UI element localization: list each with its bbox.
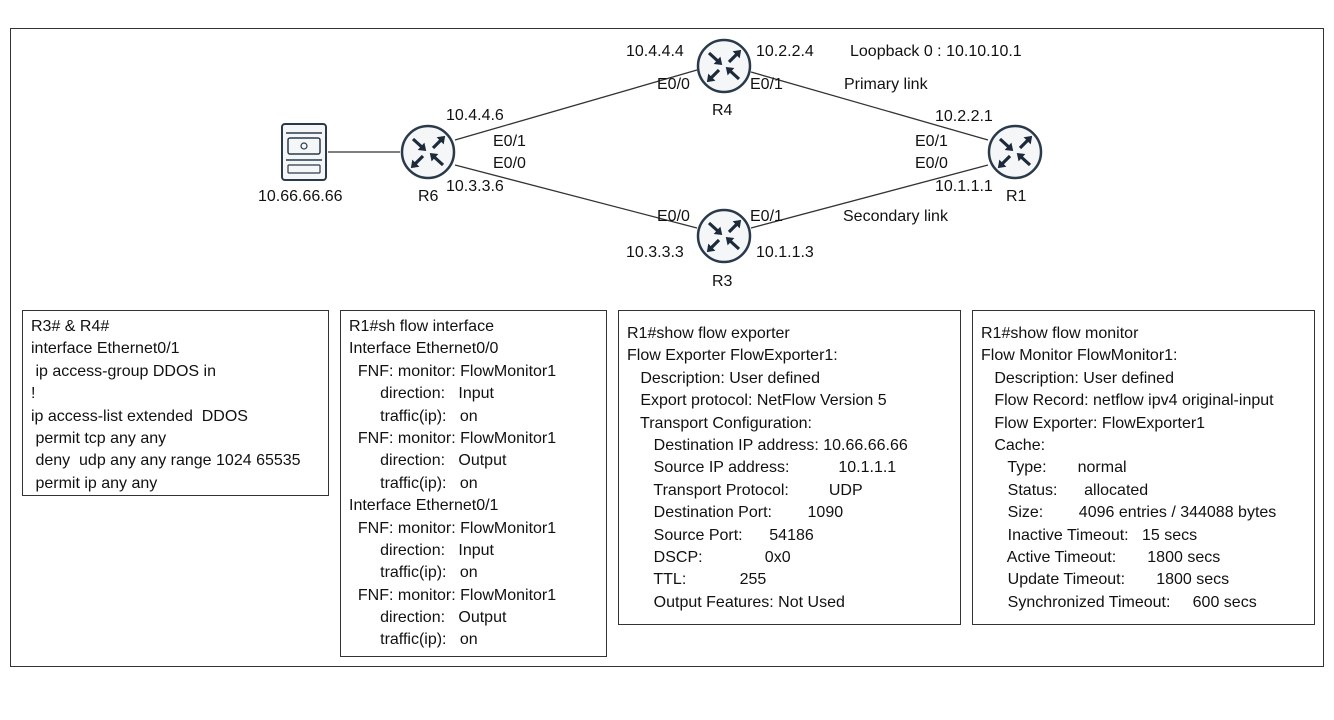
r3-ip-right: 10.1.1.3 [756, 244, 814, 261]
config-line: FNF: monitor: FlowMonitor1 [349, 519, 557, 537]
config-line: R1#show flow exporter [627, 325, 790, 342]
r4-name: R4 [712, 102, 733, 119]
r6-if-top: E0/1 [493, 133, 526, 150]
config-line: permit ip any any [31, 474, 158, 492]
r1-ip-top: 10.2.2.1 [935, 108, 993, 125]
config-line: Source Port: 54186 [627, 526, 814, 544]
config-line: direction: Input [349, 541, 494, 559]
config-line: Export protocol: NetFlow Version 5 [627, 392, 887, 410]
config-line: direction: Output [349, 609, 507, 627]
config-line: direction: Output [349, 452, 507, 470]
config-line: Flow Monitor FlowMonitor1: [981, 347, 1178, 365]
config-line: Interface Ethernet0/1 [349, 497, 499, 515]
router-r4-icon [696, 38, 752, 94]
config-line: traffic(ip): on [349, 631, 478, 649]
config-line: ! [31, 385, 36, 403]
primary-link-label: Primary link [844, 76, 928, 93]
config-line: Active Timeout: 1800 secs [981, 548, 1221, 566]
config-line: Destination Port: 1090 [627, 504, 844, 522]
config-line: ip access-list extended DDOS [31, 407, 248, 425]
config-line: R1#show flow monitor [981, 325, 1139, 342]
r3-if-left: E0/0 [657, 208, 690, 225]
r4-if-right: E0/1 [750, 76, 783, 93]
config-line: traffic(ip): on [349, 474, 478, 492]
r4-ip-right: 10.2.2.4 [756, 43, 814, 60]
acl-config-box: R3# & R4# interface Ethernet0/1 ip access… [22, 310, 329, 496]
router-r1-icon [987, 124, 1043, 180]
link-r3-r1 [750, 164, 989, 229]
r6-name: R6 [418, 188, 439, 205]
config-line: permit tcp any any [31, 429, 167, 447]
network-topology [281, 38, 1043, 264]
link-r6-r4 [454, 69, 698, 141]
config-line: Type: normal [981, 459, 1127, 477]
config-line: Status: allocated [981, 481, 1149, 499]
config-line: Description: User defined [981, 369, 1174, 387]
config-line: direction: Input [349, 385, 494, 403]
link-r4-r1 [750, 71, 989, 141]
r1-ip-bottom: 10.1.1.1 [935, 178, 993, 195]
r1-if-top: E0/1 [915, 133, 948, 150]
config-line: interface Ethernet0/1 [31, 340, 180, 358]
config-line: Transport Protocol: UDP [627, 481, 863, 499]
config-line: traffic(ip): on [349, 564, 478, 582]
config-line: Update Timeout: 1800 secs [981, 571, 1230, 589]
config-line: Flow Record: netflow ipv4 original-input [981, 392, 1274, 410]
config-line: Interface Ethernet0/0 [349, 340, 499, 358]
config-line: TTL: 255 [627, 571, 767, 589]
config-line: Flow Exporter FlowExporter1: [627, 347, 838, 365]
r1-if-bottom: E0/0 [915, 155, 948, 172]
config-line: Transport Configuration: [627, 414, 812, 432]
r1-name: R1 [1006, 188, 1027, 205]
config-line: Output Features: Not Used [627, 593, 845, 611]
r6-if-bottom: E0/0 [493, 155, 526, 172]
config-line: DSCP: 0x0 [627, 548, 791, 566]
config-line: Description: User defined [627, 369, 820, 387]
config-line: Flow Exporter: FlowExporter1 [981, 414, 1206, 432]
router-r3-icon [696, 208, 752, 264]
config-line: FNF: monitor: FlowMonitor1 [349, 586, 557, 604]
server-icon [281, 123, 327, 181]
config-line: FNF: monitor: FlowMonitor1 [349, 362, 557, 380]
config-line: deny udp any any range 1024 65535 [31, 452, 301, 470]
r3-ip-left: 10.3.3.3 [626, 244, 684, 261]
config-line: ip access-group DDOS in [31, 362, 216, 380]
config-line: Synchronized Timeout: 600 secs [981, 593, 1257, 611]
r4-ip-left: 10.4.4.4 [626, 43, 684, 60]
config-line: R3# & R4# [31, 318, 110, 335]
config-line: Source IP address: 10.1.1.1 [627, 459, 897, 477]
config-line: R1#sh flow interface [349, 318, 494, 335]
host-ip: 10.66.66.66 [258, 188, 343, 205]
r3-if-right: E0/1 [750, 208, 783, 225]
r6-ip-top: 10.4.4.6 [446, 107, 504, 124]
config-line: Inactive Timeout: 15 secs [981, 526, 1198, 544]
config-line: traffic(ip): on [349, 407, 478, 425]
config-line: Cache: [981, 436, 1046, 454]
loopback-label: Loopback 0 : 10.10.10.1 [850, 43, 1022, 60]
r6-ip-bottom: 10.3.3.6 [446, 178, 504, 195]
r4-if-left: E0/0 [657, 76, 690, 93]
diagram-frame [10, 28, 1324, 667]
router-r6-icon [400, 124, 456, 180]
link-r6-r3 [454, 164, 698, 229]
secondary-link-label: Secondary link [843, 208, 948, 225]
config-line: Size: 4096 entries / 344088 bytes [981, 504, 1277, 522]
config-line: FNF: monitor: FlowMonitor1 [349, 429, 557, 447]
config-line: Destination IP address: 10.66.66.66 [627, 436, 908, 454]
r3-name: R3 [712, 273, 733, 290]
